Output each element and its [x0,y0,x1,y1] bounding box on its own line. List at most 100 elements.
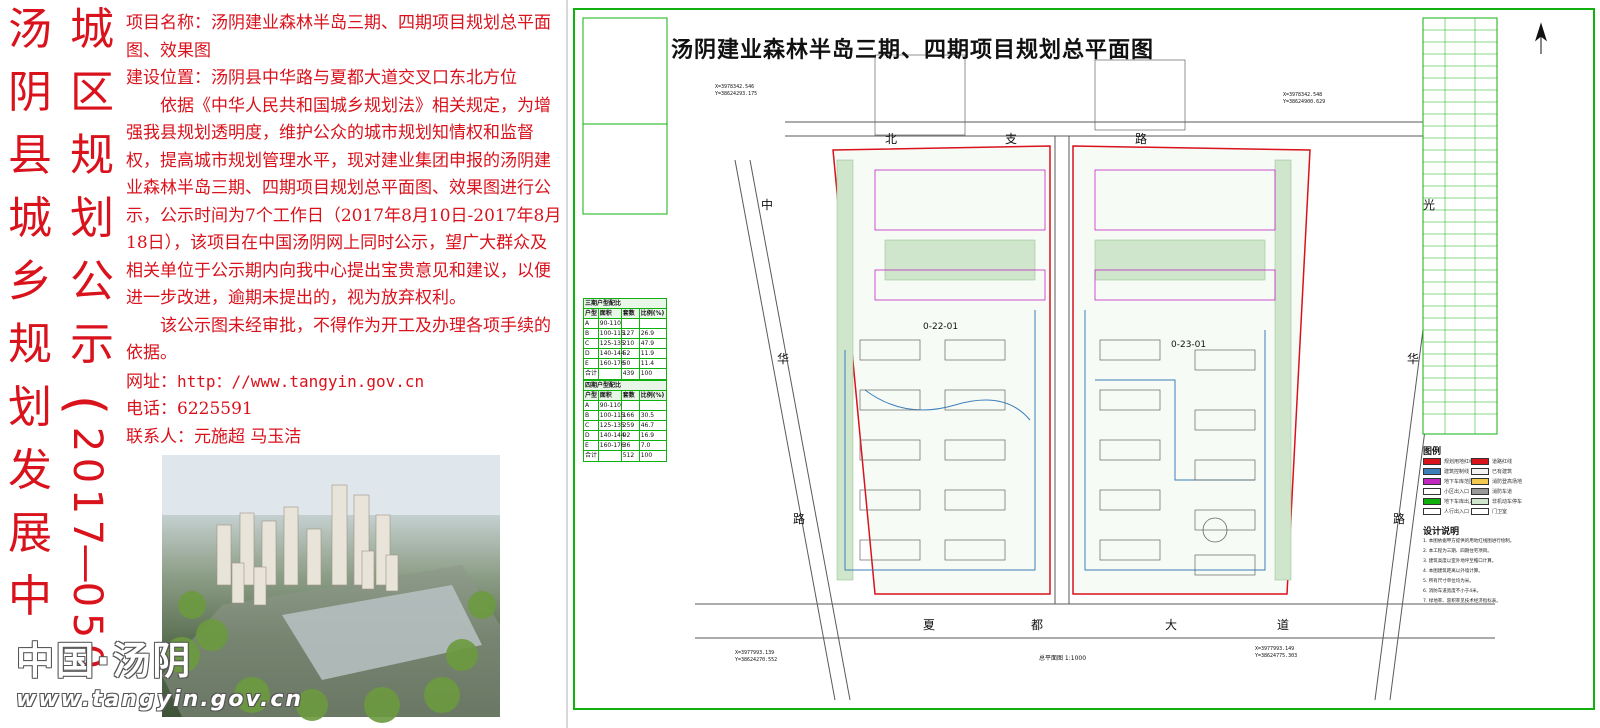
legend-swatch [1471,498,1489,505]
plot-id: 0-22-01 [923,322,959,332]
table-header-cell: 比例(%) [640,310,665,317]
legend-label: 门卫室 [1492,509,1508,515]
table-cell: 259 [622,421,640,430]
road-label-west: 华 [777,352,790,366]
table-cell [622,319,640,328]
coordinate-label: X=3977993.149 [1255,646,1295,652]
road-label-south: 大 [1165,618,1178,632]
legend-label: 人行出入口 [1444,509,1470,515]
project-location: 建设位置：汤阴县中华路与夏都大道交叉口东北方位 [126,68,517,88]
legend-swatch [1471,468,1489,475]
design-note: 2. 本工程为三期、四期住宅项目。 [1423,549,1492,554]
legend-label: 规划用地红线 [1444,459,1475,465]
table-cell: B [584,411,599,420]
vertical-doc-number-char: 1 [64,488,111,515]
legend-label: 已有建筑 [1492,469,1513,475]
table-title-row: 三期户型配比 [584,299,666,309]
vertical-title-col-1: 汤阴县城乡规划发展中 [4,8,56,638]
legend-title: 图例 [1423,447,1442,457]
vertical-doc-number-char: ( [54,394,115,416]
rendering-illustration [162,455,500,723]
legend-item: 建筑控制线 [1423,468,1469,475]
table-header-cell: 面积 [599,309,622,318]
contacts-line: 联系人：元施超 马玉洁 [126,426,302,447]
website-link[interactable]: http：//www.tangyin.gov.cn [177,371,425,391]
site-watermark: 中国·汤阴 www.tangyin.gov.cn [16,630,336,712]
road-label-south: 都 [1031,618,1044,632]
legend-swatch [1423,508,1441,515]
legend-swatch [1471,488,1489,495]
table-cell: C [584,339,599,348]
table-cell: 50 [622,359,640,368]
table-cell: D [584,431,599,440]
legend-swatch [1423,498,1441,505]
vertical-title-char: 阴 [8,67,52,118]
scale-label: 总平面图 1:1000 [1039,655,1087,662]
legend-label: 消防车道 [1492,489,1513,495]
vertical-title-char: 划 [8,382,52,433]
table-cell: 26.9 [640,330,655,337]
table-cell: 90-110 [599,401,622,410]
table-cell: 16.9 [640,432,655,439]
watermark-line-2: www.tangyin.gov.cn [16,687,304,712]
legend-swatch [1471,508,1489,515]
legend-label: 地下车库范围 [1444,479,1475,485]
vertical-title-char: 城 [8,193,52,244]
table-cell: 46.7 [640,422,655,429]
site-plan-panel: 汤阴建业森林半岛三期、四期项目规划总平面图 三期户型配比户型面积套数比例(%)A… [570,0,1600,728]
table-cell: 125-135 [599,421,625,430]
website-label: 网址： [126,371,177,392]
vertical-title-char: 发 [8,445,52,496]
table-cell: 140-144 [599,431,625,440]
table-header-cell: 户型 [585,391,599,400]
legend-item: 小区出入口 [1423,488,1469,495]
vertical-doc-number-char: 0 [64,457,111,484]
phone-line: 电话：6225591 [126,399,253,419]
project-name: 项目名称：汤阴建业森林半岛三期、四期项目规划总平面图、效果图 [126,13,551,61]
legend-item: 门卫室 [1471,508,1507,515]
notice-text: 项目名称：汤阴建业森林半岛三期、四期项目规划总平面图、效果图 建设位置：汤阴县中… [126,10,564,451]
legend-swatch [1423,488,1441,495]
legend-item: 地下车库出入口 [1423,498,1479,505]
table-cell: 127 [622,329,640,338]
table-cell: 125-135 [599,339,625,348]
vertical-title-char: 县 [8,130,52,181]
design-note: 7. 绿地率、容积率见技术经济指标表。 [1423,599,1501,604]
table-cell: 合计 [585,451,599,461]
table-cell [640,319,666,328]
table-cell: 52 [622,349,640,358]
table-cell: 100 [640,370,653,377]
vertical-doc-number-char: 0 [64,581,111,608]
table-cell: 100 [640,452,653,459]
legend-swatch [1423,478,1441,485]
legend-item: 人行出入口 [1423,508,1469,515]
table-cell: 90-110 [599,319,622,328]
legend-item: 消防登高场地 [1471,478,1522,485]
road-label-north: 路 [1135,132,1148,146]
legend-item: 道路红线 [1471,458,1512,465]
plan-title: 汤阴建业森林半岛三期、四期项目规划总平面图 [671,38,1155,63]
vertical-doc-number-char: 7 [64,519,111,546]
vertical-subtitle-char: 规 [70,130,114,181]
table-cell [622,401,640,410]
road-label-east: 路 [1393,512,1406,526]
plot-id: 0-23-01 [1171,340,1207,350]
road-label-north: 支 [1005,132,1018,146]
table-cell: C [584,421,599,430]
table-cell: 92 [622,431,640,440]
table-header-cell: 比例(%) [640,392,665,399]
table-cell: 100-115 [599,329,625,338]
coordinate-label: Y=38624900.629 [1283,99,1326,105]
road-label-west: 中 [761,198,774,212]
legend-item: 消防车道 [1471,488,1512,495]
vertical-doc-number-char: — [64,543,111,584]
road-label-east: 光 [1423,198,1436,212]
vertical-title-char: 中 [8,571,52,622]
vertical-title-char: 展 [8,508,52,559]
